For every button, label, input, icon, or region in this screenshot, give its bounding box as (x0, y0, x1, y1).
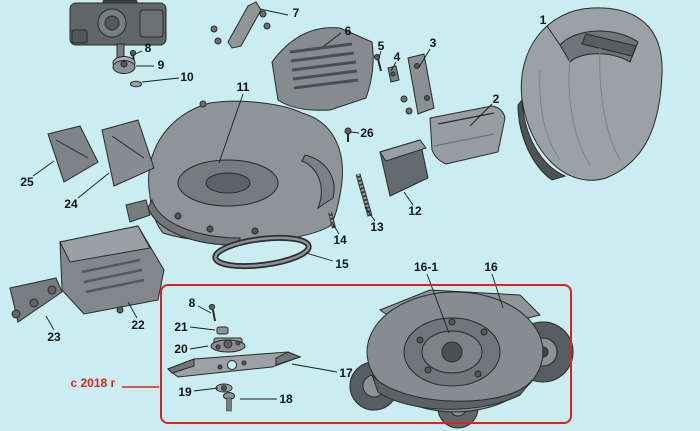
part-2-deflector (429, 105, 506, 165)
part-23-bracket-rail (9, 277, 63, 323)
callout-3: 3 (429, 36, 437, 50)
callout-13: 13 (370, 220, 384, 234)
part-24-side-cover (101, 119, 155, 187)
leader-lines (32, 8, 561, 400)
revision-note-label: с 2018 г (70, 376, 116, 390)
callout-25: 25 (20, 175, 34, 189)
callout-19: 19 (178, 385, 192, 399)
callout-16-1: 16-1 (413, 260, 439, 274)
part-22-front-cover (59, 225, 165, 315)
part-9-pulley (112, 56, 136, 74)
part-21-spacer (216, 326, 229, 335)
part-10-washer (130, 80, 142, 88)
callout-4: 4 (393, 50, 401, 64)
part-1-grass-catcher (517, 7, 663, 181)
callout-5: 5 (377, 39, 385, 53)
callout-10: 10 (180, 70, 194, 84)
callout-15: 15 (335, 257, 349, 271)
callout-7: 7 (292, 6, 300, 20)
part-15-belt (212, 234, 312, 270)
callout-2: 2 (492, 92, 500, 106)
part-6-vented-cover (271, 27, 374, 111)
part-16-deck-bottom (349, 289, 574, 429)
part-engine (69, 0, 167, 63)
callout-11: 11 (236, 80, 250, 94)
callout-8-top: 8 (144, 41, 152, 55)
callout-21: 21 (174, 320, 188, 334)
part-25-side-cover (47, 125, 99, 183)
part-20-blade-adapter (210, 337, 246, 353)
part-11-upper-deck (125, 100, 343, 246)
callout-9: 9 (157, 58, 165, 72)
callout-16: 16 (484, 260, 498, 274)
callout-12: 12 (408, 204, 422, 218)
callout-18: 18 (279, 392, 293, 406)
part-12-box (379, 139, 429, 197)
callout-6: 6 (344, 24, 352, 38)
callout-20: 20 (174, 342, 188, 356)
callout-14: 14 (333, 233, 347, 247)
revision-2018-box (160, 284, 572, 424)
callout-22: 22 (131, 318, 145, 332)
part-26-bolt (344, 127, 352, 142)
part-17-blade (167, 351, 302, 378)
part-18-bolt (223, 392, 235, 412)
callout-24: 24 (64, 197, 78, 211)
callout-8-box: 8 (188, 296, 196, 310)
callout-23: 23 (47, 330, 61, 344)
part-3-bracket (400, 53, 435, 115)
part-8-bolt-box (208, 303, 216, 322)
part-4-clip (387, 65, 400, 83)
callout-1: 1 (539, 13, 547, 27)
part-7-bracket (210, 1, 271, 49)
callout-26: 26 (360, 126, 374, 140)
part-13-spring (355, 173, 373, 217)
part-5-bolt (373, 53, 382, 72)
callout-17: 17 (339, 366, 353, 380)
